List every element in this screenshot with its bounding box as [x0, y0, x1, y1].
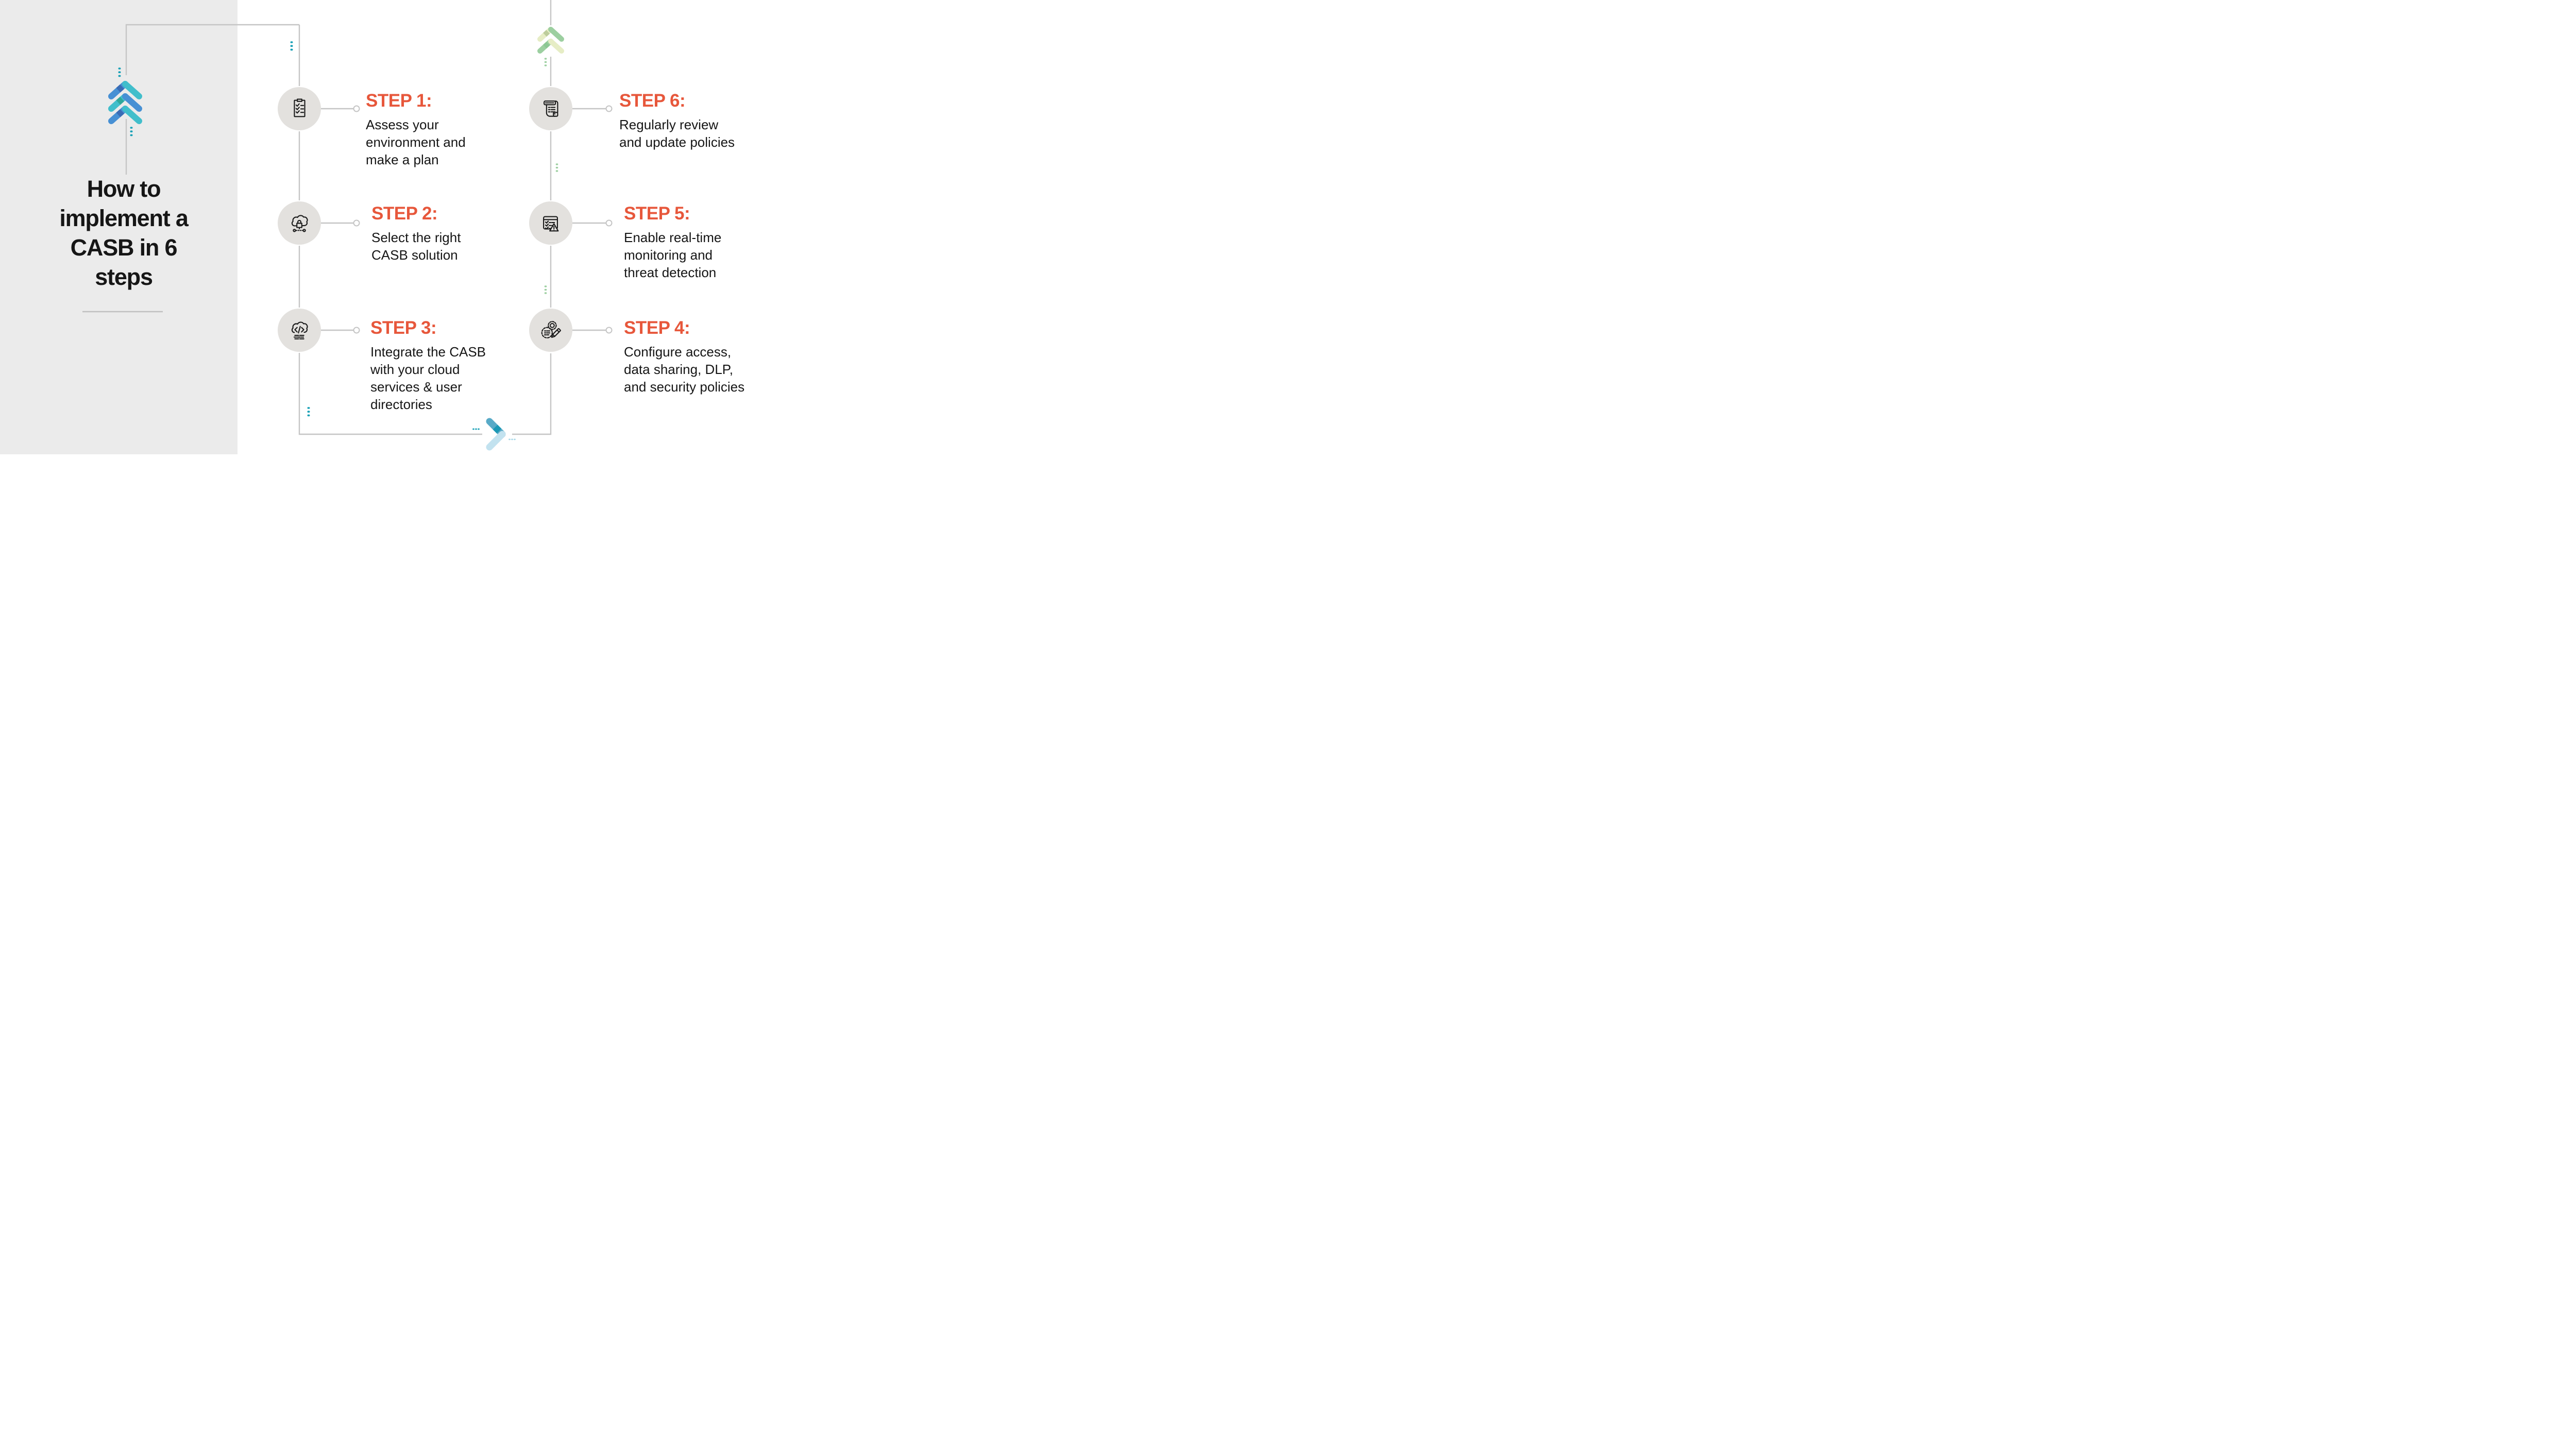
checklist-alert-icon	[543, 216, 559, 232]
step-5: STEP 5: Enable real-time monitoring and …	[624, 203, 808, 281]
step-6: STEP 6: Regularly review and update poli…	[619, 91, 805, 151]
step-5-icon-circle	[529, 201, 572, 245]
chevron-right-icon	[486, 418, 506, 451]
step-2: STEP 2: Select the right CASB solution	[371, 203, 557, 264]
infographic-canvas: How to implement a CASB in 6 steps	[0, 0, 808, 454]
step-6-description: Regularly review and update policies	[619, 117, 735, 150]
gears-pencil-icon	[541, 321, 561, 338]
clipboard-checklist-icon	[294, 98, 306, 117]
double-chevron-up-icon	[537, 27, 564, 54]
step-1-description: Assess your environment and make a plan	[366, 117, 466, 167]
ellipsis-dots	[118, 41, 558, 440]
step-4-description: Configure access, data sharing, DLP, and…	[624, 344, 745, 395]
step-6-icon-circle	[529, 87, 572, 130]
page-title: How to implement a CASB in 6 steps	[59, 176, 189, 290]
decor-layer	[82, 0, 613, 451]
step-4-label: STEP 4:	[624, 318, 690, 338]
connector-lines	[125, 0, 606, 435]
step-4: STEP 4: Configure access, data sharing, …	[624, 318, 808, 396]
step-2-description: Select the right CASB solution	[371, 230, 461, 263]
connector-rings	[353, 105, 613, 334]
step-2-label: STEP 2:	[371, 203, 438, 224]
step-2-icon-circle	[278, 201, 321, 245]
step-5-description: Enable real-time monitoring and threat d…	[624, 230, 722, 280]
step-3: STEP 3: Integrate the CASB with your clo…	[370, 318, 556, 413]
cloud-lock-icon	[291, 215, 308, 232]
step-3-icon-circle	[278, 309, 321, 352]
step-3-description: Integrate the CASB with your cloud servi…	[370, 344, 486, 412]
step-3-label: STEP 3:	[370, 318, 437, 338]
policy-scroll-icon	[544, 100, 558, 117]
step-1: STEP 1: Assess your environment and make…	[366, 91, 551, 168]
step-1-label: STEP 1:	[366, 91, 432, 111]
cloud-code-icon	[291, 321, 308, 339]
step-1-icon-circle	[278, 87, 321, 130]
step-6-label: STEP 6:	[619, 91, 686, 111]
step-4-icon-circle	[529, 309, 572, 352]
step-5-label: STEP 5:	[624, 203, 690, 224]
triple-chevron-up-icon	[108, 81, 142, 124]
